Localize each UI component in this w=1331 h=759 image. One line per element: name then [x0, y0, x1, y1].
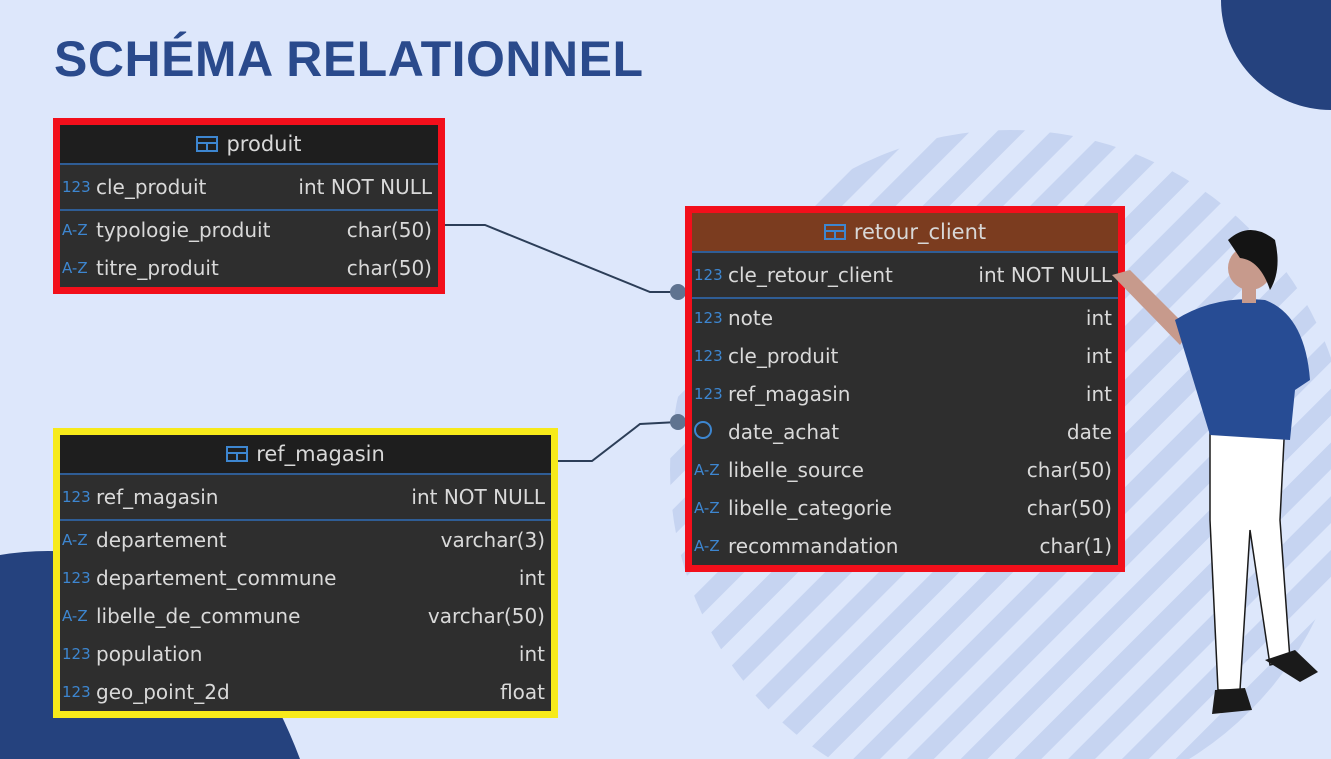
text-icon: A-Z [62, 531, 88, 549]
table-name: ref_magasin [256, 442, 385, 466]
column-row: A-Z titre_produit char(50) [60, 249, 438, 287]
column-row: A-Z recommandation char(1) [692, 527, 1118, 565]
column-name: date_achat [728, 420, 840, 444]
column-type: varchar(3) [440, 528, 545, 552]
column-type: int NOT NULL [978, 263, 1112, 287]
numeric-icon: 123 [62, 488, 91, 506]
relation-endpoint [670, 414, 686, 430]
column-type: char(50) [346, 218, 432, 242]
numeric-icon: 123 [62, 683, 91, 701]
column-name: libelle_source [728, 458, 864, 482]
column-name: departement [96, 528, 227, 552]
text-icon: A-Z [62, 259, 88, 277]
column-name: recommandation [728, 534, 899, 558]
numeric-icon: 123 [694, 347, 723, 365]
column-row: A-Z typologie_produit char(50) [60, 211, 438, 249]
table-header: retour_client [692, 213, 1118, 253]
text-icon: A-Z [62, 221, 88, 239]
column-name: ref_magasin [728, 382, 851, 406]
text-icon: A-Z [694, 461, 720, 479]
column-row: 123 ref_magasin int [692, 375, 1118, 413]
relation-endpoint [670, 284, 686, 300]
column-type: char(50) [346, 256, 432, 280]
text-icon: A-Z [694, 499, 720, 517]
numeric-icon: 123 [62, 178, 91, 196]
column-name: titre_produit [96, 256, 219, 280]
numeric-icon: 123 [694, 309, 723, 327]
table-icon [226, 446, 249, 462]
page-title: SCHÉMA RELATIONNEL [54, 31, 644, 87]
column-name: departement_commune [96, 566, 337, 590]
column-type: int [1085, 306, 1112, 330]
column-name: libelle_de_commune [96, 604, 301, 628]
column-type: int [518, 642, 545, 666]
relation-magasin-retour [558, 421, 679, 462]
table-header: ref_magasin [60, 435, 551, 475]
column-type: int [1085, 344, 1112, 368]
column-type: int [518, 566, 545, 590]
table-icon [823, 224, 846, 240]
column-row: 123 ref_magasin int NOT NULL [60, 475, 551, 521]
numeric-icon: 123 [694, 266, 723, 284]
column-type: varchar(50) [427, 604, 545, 628]
column-row: 123 cle_retour_client int NOT NULL [692, 253, 1118, 299]
column-type: int [1085, 382, 1112, 406]
numeric-icon: 123 [694, 385, 723, 403]
table-name: produit [226, 132, 302, 156]
column-row: A-Z libelle_categorie char(50) [692, 489, 1118, 527]
column-type: float [500, 680, 545, 704]
column-row: A-Z libelle_de_commune varchar(50) [60, 597, 551, 635]
numeric-icon: 123 [62, 569, 91, 587]
column-row: 123 geo_point_2d float [60, 673, 551, 711]
column-row: date_achat date [692, 413, 1118, 451]
clock-icon [694, 421, 728, 443]
column-name: geo_point_2d [96, 680, 230, 704]
table-name: retour_client [853, 220, 987, 244]
table-header: produit [60, 125, 438, 165]
numeric-icon: 123 [62, 645, 91, 663]
column-type: char(50) [1026, 496, 1112, 520]
column-row: A-Z libelle_source char(50) [692, 451, 1118, 489]
column-row: A-Z departement varchar(3) [60, 521, 551, 559]
column-name: libelle_categorie [728, 496, 892, 520]
column-row: 123 departement_commune int [60, 559, 551, 597]
column-name: cle_produit [728, 344, 839, 368]
column-name: population [96, 642, 203, 666]
column-type: int NOT NULL [411, 485, 545, 509]
text-icon: A-Z [62, 607, 88, 625]
column-type: char(50) [1026, 458, 1112, 482]
table-icon [196, 136, 219, 152]
column-row: 123 population int [60, 635, 551, 673]
column-name: cle_produit [96, 175, 207, 199]
column-row: 123 cle_produit int [692, 337, 1118, 375]
column-name: ref_magasin [96, 485, 219, 509]
column-name: note [728, 306, 774, 330]
column-type: char(1) [1039, 534, 1112, 558]
column-type: date [1066, 420, 1112, 444]
column-name: typologie_produit [96, 218, 271, 242]
table-produit[interactable]: produit 123 cle_produit int NOT NULL A-Z ty… [53, 118, 445, 294]
column-row: 123 note int [692, 299, 1118, 337]
column-type: int NOT NULL [298, 175, 432, 199]
relation-produit-retour [445, 224, 678, 293]
text-icon: A-Z [694, 537, 720, 555]
table-retour-client[interactable]: retour_client 123 cle_retour_client int NO… [685, 206, 1125, 572]
column-row: 123 cle_produit int NOT NULL [60, 165, 438, 211]
column-name: cle_retour_client [728, 263, 893, 287]
